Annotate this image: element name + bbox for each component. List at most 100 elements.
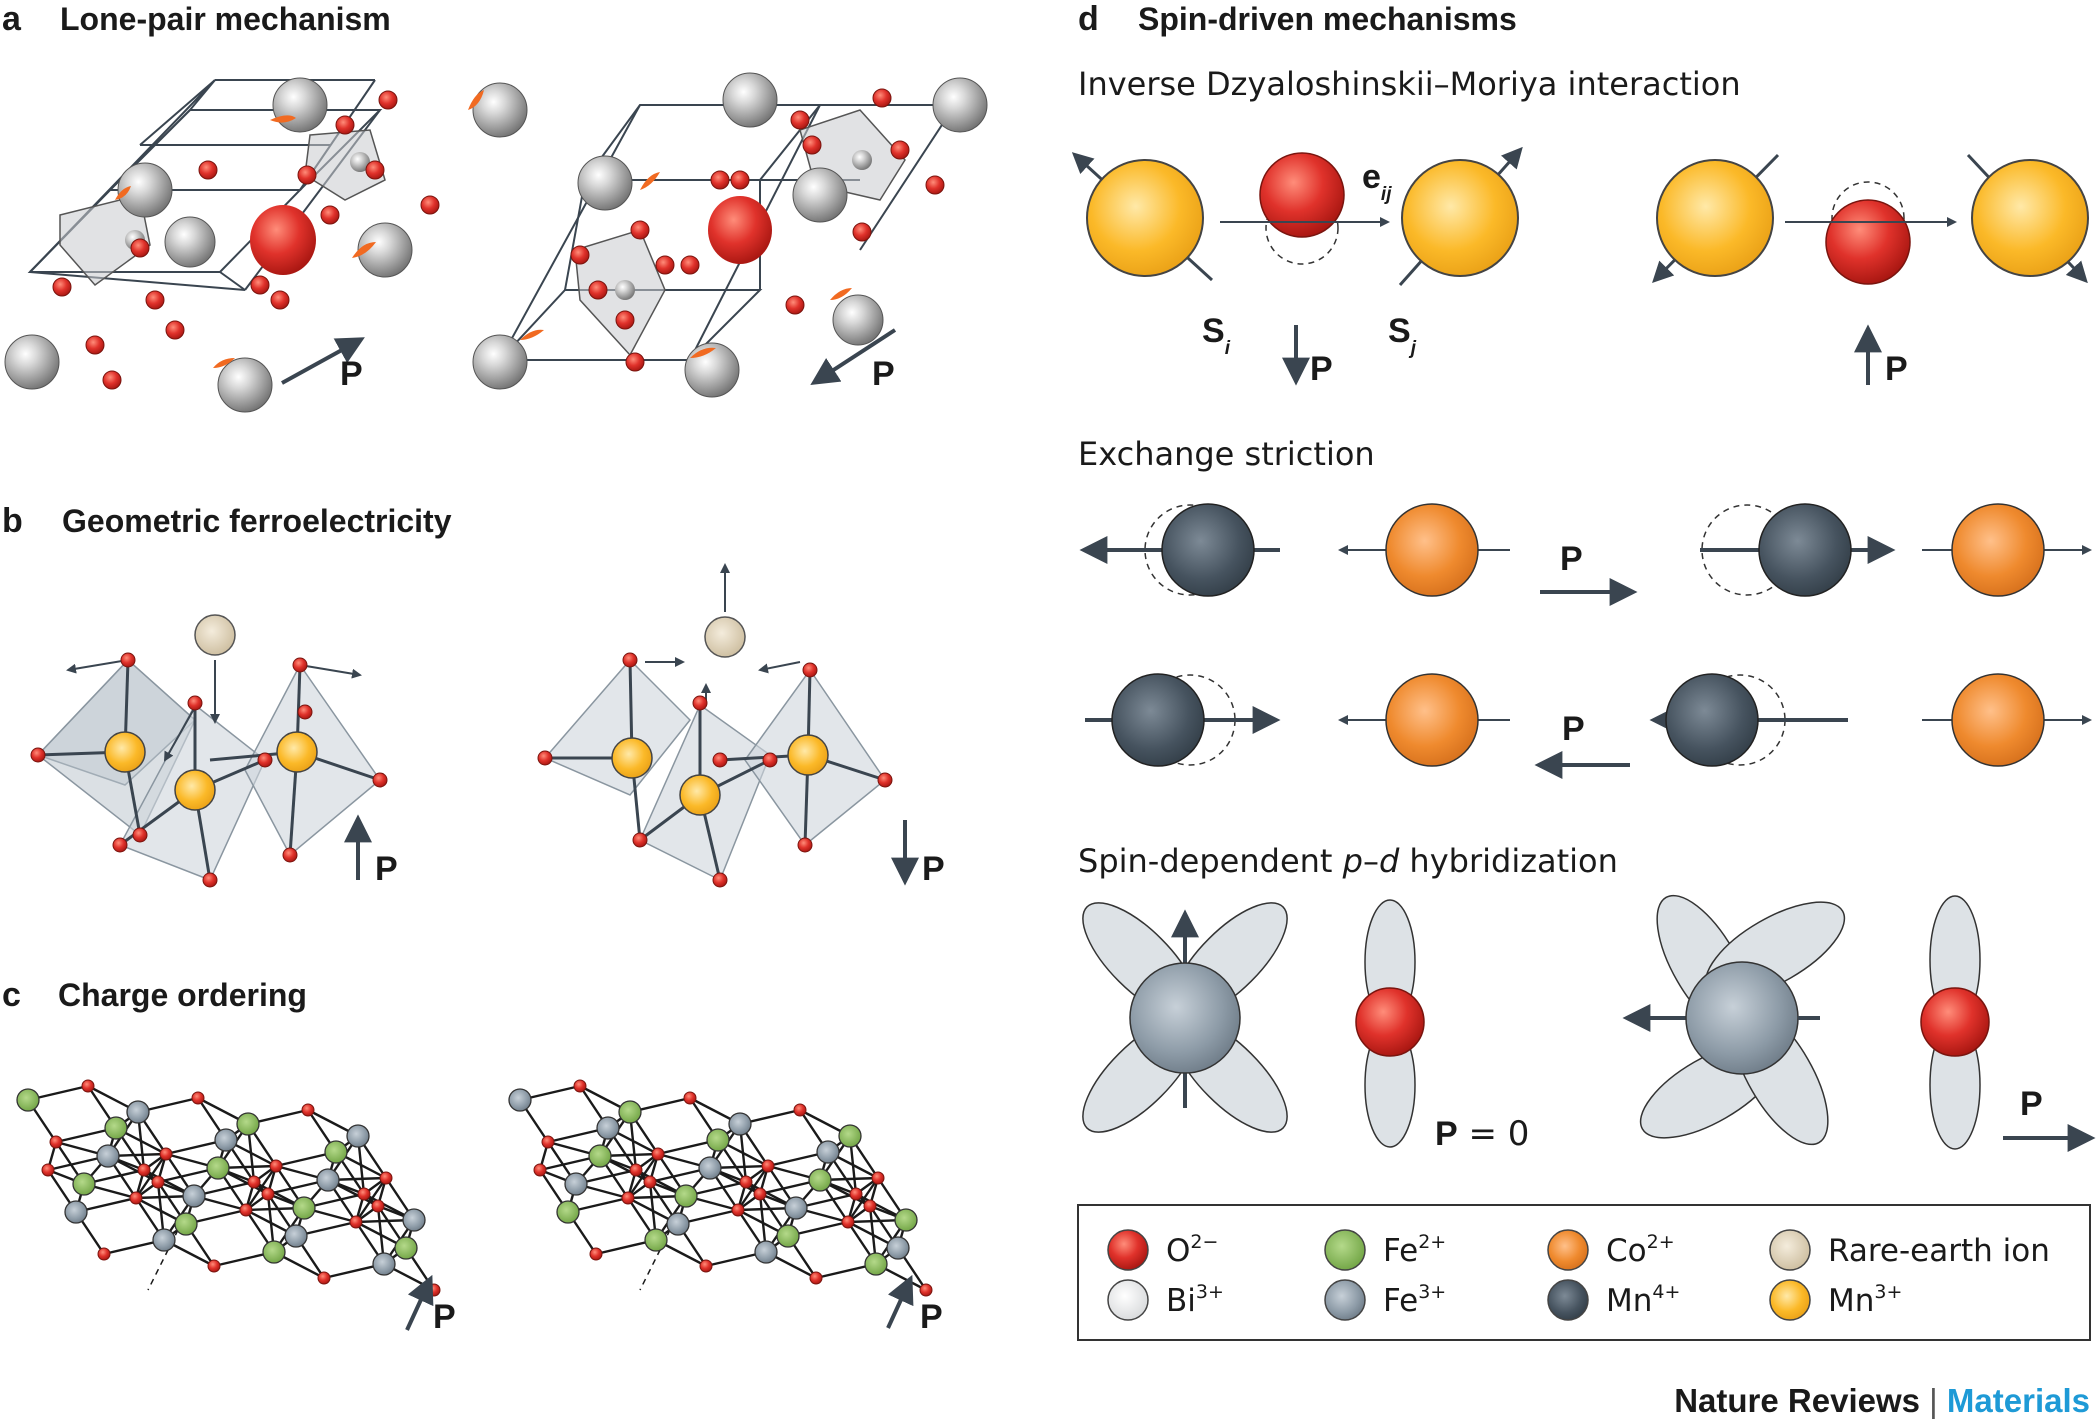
oxygen-ion: [207, 1259, 221, 1273]
polarization-label-dm-right: P: [1885, 350, 1908, 388]
oxygen-ion: [533, 1163, 547, 1177]
panel-a: a Lone-pair mechanism: [2, 0, 988, 413]
polarization-label-a-left: P: [340, 355, 363, 393]
oxygen-ion: [239, 1203, 253, 1217]
dm-left-config: eij Si Sj P: [1071, 146, 1523, 388]
legend-label: Co2+: [1606, 1231, 1675, 1269]
panel-d: d Spin-driven mechanisms Inverse Dzyalos…: [1071, 0, 2096, 1419]
fe3-ion: [284, 1224, 308, 1248]
pd-right-config: P: [1622, 894, 2096, 1152]
fe2-ion: [262, 1240, 286, 1264]
b-site-ion: [350, 152, 370, 172]
fe3-ion: [152, 1228, 176, 1252]
legend-item: Fe2+: [1324, 1229, 1446, 1271]
oxygen-ion: [1825, 199, 1911, 285]
bi-ions-left: [4, 77, 528, 413]
oxygen-ion: [137, 1163, 151, 1177]
co2-ion: [1951, 503, 2045, 597]
fe2-ion: [588, 1144, 612, 1168]
exchange-row-top: P: [1079, 503, 2092, 606]
legend-label: Fe3+: [1383, 1281, 1446, 1319]
panel-c-title: Charge ordering: [58, 977, 307, 1013]
polarization-arrow-a-right: [810, 328, 897, 386]
mn3-ion: [174, 769, 216, 811]
mn3-ion-icon: [1769, 1279, 1811, 1321]
fe3-ion: [886, 1236, 910, 1260]
p-zero-label: P = 0: [1435, 1114, 1529, 1154]
fe2-ion: [104, 1116, 128, 1140]
mn4-ion: [1665, 673, 1759, 767]
fe3-ion: [214, 1128, 238, 1152]
oxygen-ion: [731, 1203, 745, 1217]
legend-item: Bi3+: [1107, 1279, 1224, 1321]
legend-label: Bi3+: [1166, 1281, 1224, 1319]
panel-d-title: Spin-driven mechanisms: [1138, 1, 1517, 37]
fe3-ion: [754, 1240, 778, 1264]
oxygen-ion: [357, 1187, 371, 1201]
lone-pair-lobes-left: [115, 90, 484, 368]
panel-b-title: Geometric ferroelectricity: [62, 503, 452, 539]
eij-label: eij: [1362, 158, 1392, 205]
rare-earth-ion-icon: [1769, 1229, 1811, 1271]
oxygen-ion: [849, 1187, 863, 1201]
fe3-ion: [372, 1252, 396, 1276]
fe3-ion: [1685, 961, 1799, 1075]
b-site-ion: [852, 150, 872, 170]
si-label: Si: [1202, 312, 1231, 359]
polarization-arrow-c-left: [405, 1274, 434, 1331]
oxygen-ions-a-left: [52, 90, 440, 390]
fe3-ion: [816, 1140, 840, 1164]
co2-ion-icon: [1547, 1229, 1589, 1271]
panel-a-title: Lone-pair mechanism: [60, 1, 391, 37]
mn3-ion: [276, 731, 318, 773]
fe2-ion: [618, 1100, 642, 1124]
panel-c: c Charge ordering P P: [2, 976, 943, 1336]
fe2-ion: [808, 1168, 832, 1192]
oxygen-ion: [573, 1079, 587, 1093]
exchange-striction-subtitle: Exchange striction: [1078, 435, 1375, 473]
fe3-ion: [564, 1172, 588, 1196]
fe3-ion: [182, 1184, 206, 1208]
fe3-ion: [784, 1196, 808, 1220]
polarization-label-b-right: P: [922, 850, 945, 888]
legend-item: Co2+: [1547, 1229, 1675, 1271]
oxygen-ion: [159, 1147, 173, 1161]
panel-d-letter: d: [1078, 0, 1099, 38]
pd-hybridization-subtitle: Spin-dependent p–d hybridization: [1078, 842, 1618, 880]
oxygen-ion: [81, 1079, 95, 1093]
charge-ordering-lattice-right: [508, 1079, 933, 1297]
oxygen-ion: [651, 1147, 665, 1161]
fe2-ion: [16, 1088, 40, 1112]
oxygen-ion: [739, 1175, 753, 1189]
mn4-ion: [1161, 503, 1255, 597]
fe2-ion: [556, 1200, 580, 1224]
legend-label: Fe2+: [1383, 1231, 1446, 1269]
oxygen-octahedron-left-a: [59, 129, 386, 287]
mn4-ion: [1758, 503, 1852, 597]
fe3-ion: [596, 1116, 620, 1140]
lone-pair-lobes-right: [520, 172, 852, 358]
polarization-label-c-right: P: [920, 1298, 943, 1336]
lone-pair-cell-right: [497, 104, 956, 361]
mn3-ion-sj: [1401, 159, 1519, 277]
fe2-ion: [206, 1156, 230, 1180]
oxygen-ion: [261, 1187, 275, 1201]
oxygen-ion: [317, 1271, 331, 1285]
polarization-label-b-left: P: [375, 850, 398, 888]
panel-c-letter: c: [2, 976, 21, 1014]
bipyramids-left: [30, 614, 388, 888]
polarization-label-ex-top: P: [1560, 540, 1583, 578]
oxygen-ion: [863, 1199, 877, 1213]
mn3-ion: [1971, 159, 2089, 277]
legend-item: Rare-earth ion: [1769, 1229, 2050, 1271]
oxygen-ion: [269, 1159, 283, 1173]
fe2-ion: [864, 1252, 888, 1276]
fe2-ion: [674, 1184, 698, 1208]
oxygen-ion: [379, 1171, 393, 1185]
oxygen-ion: [97, 1247, 111, 1261]
oxygen-ion: [699, 1259, 713, 1273]
fe3-ion: [728, 1112, 752, 1136]
oxygen-ion: [621, 1191, 635, 1205]
panel-b-letter: b: [2, 502, 23, 540]
